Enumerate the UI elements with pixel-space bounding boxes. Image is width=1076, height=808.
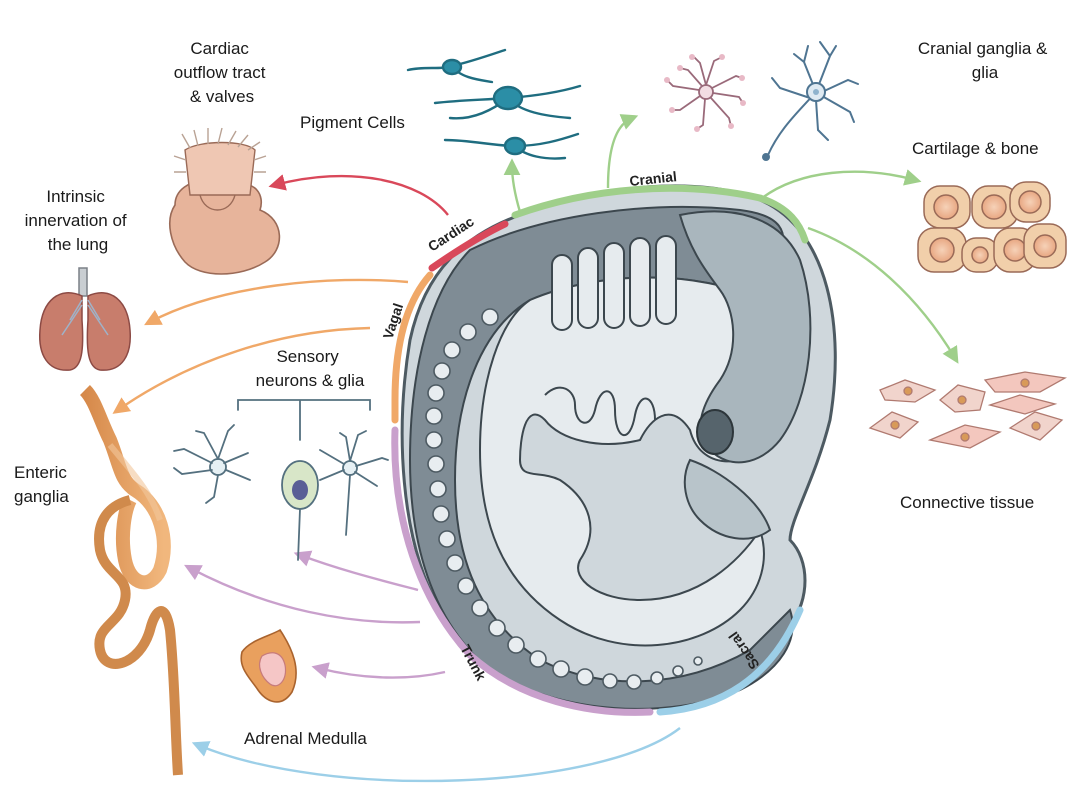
label-pigment-cells: Pigment Cells bbox=[300, 113, 405, 132]
label-sensory: Sensory neurons & glia bbox=[256, 347, 365, 390]
cranial-ganglia-cells bbox=[664, 42, 858, 160]
lung-illustration bbox=[40, 268, 131, 370]
arrow-cartilage bbox=[762, 172, 915, 198]
label-lung: Intrinsic innervation of the lung bbox=[25, 187, 132, 254]
connective-tissue-cells bbox=[870, 372, 1065, 448]
adrenal-illustration bbox=[241, 630, 296, 702]
label-enteric: Enteric ganglia bbox=[14, 463, 72, 506]
arrow-enteric-trunk bbox=[190, 568, 420, 622]
arrow-enteric-vagal bbox=[118, 328, 370, 410]
cartilage-cells bbox=[918, 182, 1066, 272]
heart-illustration bbox=[170, 128, 280, 274]
sensory-bracket bbox=[238, 400, 370, 440]
arrow-sensory bbox=[300, 555, 418, 590]
arrow-cardiac bbox=[275, 176, 448, 215]
embryo bbox=[402, 186, 835, 709]
pigment-cells bbox=[408, 50, 580, 159]
gut-illustration bbox=[85, 390, 178, 775]
arrow-adrenal bbox=[318, 668, 445, 678]
label-cartilage-bone: Cartilage & bone bbox=[912, 139, 1039, 158]
label-cardiac-outflow: Cardiac outflow tract & valves bbox=[174, 39, 270, 106]
sensory-neurons bbox=[174, 400, 388, 560]
label-cranial-ganglia: Cranial ganglia & glia bbox=[918, 39, 1052, 82]
arrow-pigment bbox=[512, 165, 520, 212]
arrow-lung bbox=[150, 280, 408, 322]
label-connective-tissue: Connective tissue bbox=[900, 493, 1034, 512]
label-adrenal: Adrenal Medulla bbox=[244, 729, 367, 748]
